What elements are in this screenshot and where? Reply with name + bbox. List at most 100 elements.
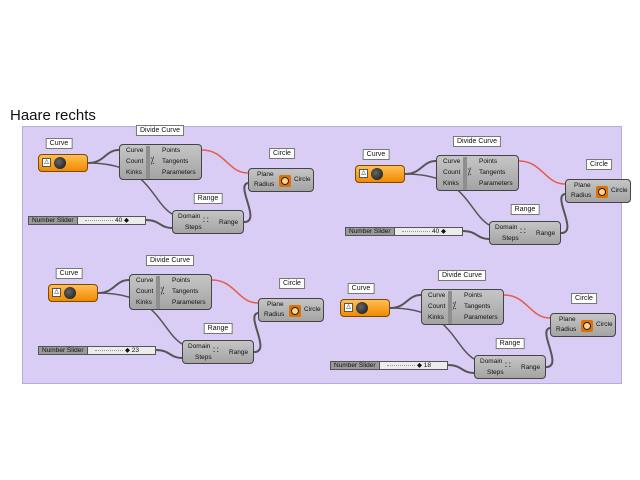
circle-label: Circle	[279, 278, 305, 289]
input-count[interactable]: Count	[443, 169, 461, 176]
slider-track[interactable]	[402, 231, 430, 232]
slider-track[interactable]	[387, 365, 415, 366]
output-points[interactable]: Points	[172, 277, 191, 284]
divide-curve-label: Divide Curve	[135, 125, 185, 136]
output-points[interactable]: Points	[479, 158, 498, 165]
number-slider[interactable]: Number Slider ◆ 23	[38, 346, 156, 355]
curve-label: Curve	[362, 149, 390, 160]
number-slider[interactable]: Number Slider 40 ◆	[28, 216, 146, 225]
output-tangents[interactable]: Tangents	[464, 303, 491, 310]
param-flag-icon: △	[359, 169, 368, 178]
slider-track[interactable]	[95, 350, 123, 351]
range-component[interactable]: Domain Steps ∷ Range	[489, 221, 561, 245]
input-curve[interactable]: Curve	[428, 292, 446, 299]
input-plane[interactable]: Plane	[267, 301, 284, 308]
circle-component[interactable]: Plane Radius Circle	[550, 313, 616, 337]
input-count[interactable]: Count	[428, 303, 446, 310]
range-component[interactable]: Domain Steps ∷ Range	[474, 355, 546, 379]
divide-curve-label: Divide Curve	[437, 270, 487, 281]
input-steps[interactable]: Steps	[487, 369, 504, 376]
page-title: Haare rechts	[10, 107, 96, 124]
range-icon: ∷	[520, 226, 526, 236]
input-kinks[interactable]: Kinks	[126, 169, 142, 176]
input-curve[interactable]: Curve	[136, 277, 154, 284]
slider-value: ◆ 23	[125, 347, 140, 354]
output-parameters[interactable]: Parameters	[172, 299, 206, 306]
output-parameters[interactable]: Parameters	[464, 314, 498, 321]
divide-curve-component[interactable]: Curve Count Kinks ⁒ Points Tangents Para…	[421, 289, 504, 325]
slider-track[interactable]	[85, 220, 113, 221]
input-domain[interactable]: Domain	[188, 343, 211, 350]
input-curve[interactable]: Curve	[443, 158, 461, 165]
curve-param[interactable]: △	[48, 284, 98, 302]
range-component[interactable]: Domain Steps ∷ Range	[182, 340, 254, 364]
output-points[interactable]: Points	[162, 147, 181, 154]
curve-label: Curve	[347, 283, 375, 294]
curve-param[interactable]: △	[355, 165, 405, 183]
input-radius[interactable]: Radius	[571, 192, 592, 199]
input-radius[interactable]: Radius	[254, 181, 275, 188]
circle-icon	[279, 175, 291, 187]
divide-icon: ⁒	[452, 301, 457, 312]
component-divider	[156, 276, 160, 309]
output-tangents[interactable]: Tangents	[172, 288, 199, 295]
circle-component[interactable]: Plane Radius Circle	[258, 298, 324, 322]
input-kinks[interactable]: Kinks	[136, 299, 152, 306]
slider-name: Number Slider	[346, 228, 395, 235]
output-parameters[interactable]: Parameters	[479, 180, 513, 187]
divide-icon: ⁒	[160, 286, 165, 297]
curve-param[interactable]: △	[38, 154, 88, 172]
input-domain[interactable]: Domain	[480, 358, 503, 365]
param-flag-icon: △	[52, 288, 61, 297]
slider-value: 40 ◆	[115, 217, 130, 224]
input-plane[interactable]: Plane	[559, 316, 576, 323]
divide-curve-label: Divide Curve	[145, 255, 195, 266]
output-tangents[interactable]: Tangents	[479, 169, 506, 176]
input-plane[interactable]: Plane	[574, 182, 591, 189]
number-slider[interactable]: Number Slider ◆ 18	[330, 361, 448, 370]
output-range[interactable]: Range	[521, 364, 541, 371]
range-component[interactable]: Domain Steps ∷ Range	[172, 210, 244, 234]
output-circle[interactable]: Circle	[304, 306, 321, 313]
input-radius[interactable]: Radius	[556, 326, 577, 333]
number-slider[interactable]: Number Slider 40 ◆	[345, 227, 463, 236]
divide-curve-component[interactable]: Curve Count Kinks ⁒ Points Tangents Para…	[129, 274, 212, 310]
input-domain[interactable]: Domain	[495, 224, 518, 231]
input-curve[interactable]: Curve	[126, 147, 144, 154]
range-label: Range	[203, 323, 233, 334]
slider-value: ◆ 18	[417, 362, 432, 369]
range-label: Range	[510, 204, 540, 215]
output-tangents[interactable]: Tangents	[162, 158, 189, 165]
range-icon: ∷	[203, 215, 209, 225]
circle-icon	[289, 305, 301, 317]
input-kinks[interactable]: Kinks	[443, 180, 459, 187]
divide-curve-component[interactable]: Curve Count Kinks ⁒ Points Tangents Para…	[119, 144, 202, 180]
output-range[interactable]: Range	[536, 230, 556, 237]
input-kinks[interactable]: Kinks	[428, 314, 444, 321]
input-count[interactable]: Count	[126, 158, 144, 165]
circle-component[interactable]: Plane Radius Circle	[248, 168, 314, 192]
input-steps[interactable]: Steps	[502, 235, 519, 242]
output-parameters[interactable]: Parameters	[162, 169, 196, 176]
input-plane[interactable]: Plane	[257, 171, 274, 178]
circle-icon	[581, 320, 593, 332]
component-divider	[463, 157, 467, 190]
output-circle[interactable]: Circle	[294, 176, 311, 183]
output-range[interactable]: Range	[229, 349, 249, 356]
divide-curve-component[interactable]: Curve Count Kinks ⁒ Points Tangents Para…	[436, 155, 519, 191]
input-steps[interactable]: Steps	[185, 224, 202, 231]
circle-component[interactable]: Plane Radius Circle	[565, 179, 631, 203]
input-count[interactable]: Count	[136, 288, 154, 295]
curve-icon	[371, 168, 383, 180]
range-icon: ∷	[505, 360, 511, 370]
component-divider	[146, 146, 150, 179]
circle-icon	[596, 186, 608, 198]
input-radius[interactable]: Radius	[264, 311, 285, 318]
input-steps[interactable]: Steps	[195, 354, 212, 361]
output-circle[interactable]: Circle	[596, 321, 613, 328]
curve-param[interactable]: △	[340, 299, 390, 317]
output-points[interactable]: Points	[464, 292, 483, 299]
output-range[interactable]: Range	[219, 219, 239, 226]
output-circle[interactable]: Circle	[611, 187, 628, 194]
input-domain[interactable]: Domain	[178, 213, 201, 220]
